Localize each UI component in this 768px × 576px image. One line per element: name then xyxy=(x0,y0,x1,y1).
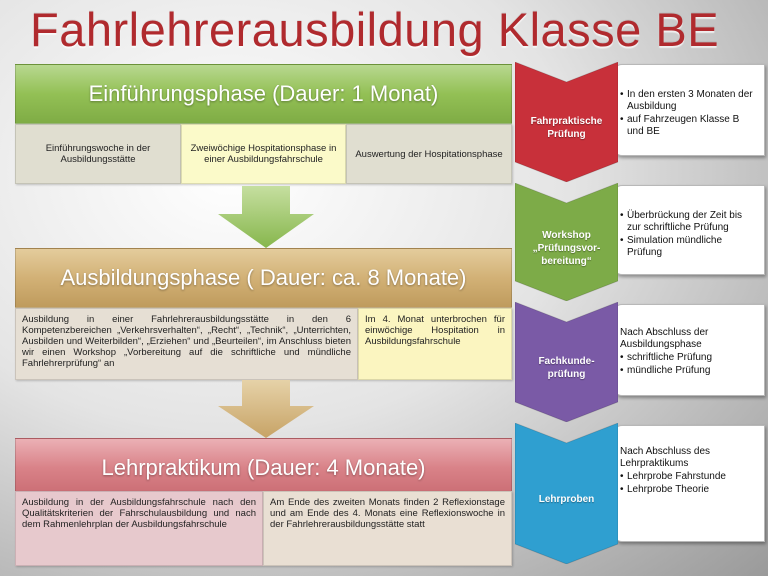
step-fahrpraxis-card: In den ersten 3 Monaten der Ausbildungau… xyxy=(613,64,765,156)
down-arrow-icon xyxy=(218,380,314,438)
list-item: Lehrprobe Theorie xyxy=(620,484,758,496)
list-item: Nach Abschluss des Lehrpraktikums xyxy=(620,446,711,469)
chevron-label-line: Fahrpraktische xyxy=(530,116,603,127)
step-fachkunde-list: Nach Abschluss der Ausbildungsphase schri… xyxy=(620,327,758,377)
chevron-label-line: bereitung“ xyxy=(541,255,592,267)
step-workshop-label: Workshop„Prüfungsvor-bereitung“ xyxy=(533,229,601,268)
chevron-label-line: Prüfung xyxy=(547,129,586,140)
step-fachkunde-chevron: Fachkunde-prüfung xyxy=(515,302,618,422)
chevron-label-line: „Prüfungsvor- xyxy=(532,242,601,254)
phase-lehrpraktikum-cell-1: Ausbildung in der Ausbildungsfahrschule … xyxy=(15,491,263,566)
chevron-shape xyxy=(515,183,618,301)
phase-lehrpraktikum-bar: Lehrpraktikum (Dauer: 4 Monate) xyxy=(15,438,512,498)
chevron-label-line: Fachkunde- xyxy=(538,356,595,367)
step-workshop-chevron: Workshop„Prüfungsvor-bereitung“ xyxy=(515,183,618,301)
step-workshop-card: Überbrückung der Zeit bis zur schriftlic… xyxy=(613,185,765,275)
phase-ausbildung-cell-1: Ausbildung in einer Fahrlehrerausbildung… xyxy=(15,308,358,380)
step-lehrproben-chevron: Lehrproben xyxy=(515,423,618,564)
step-lehrproben-label: Lehrproben xyxy=(539,493,595,506)
step-lehrproben-list: Nach Abschluss des LehrpraktikumsLehrpro… xyxy=(620,446,758,496)
step-fachkunde-card: Nach Abschluss der Ausbildungsphase schri… xyxy=(613,304,765,396)
step-workshop-list: Überbrückung der Zeit bis zur schriftlic… xyxy=(620,210,758,259)
list-item: Simulation mündliche Prüfung xyxy=(620,235,758,259)
chevron-label-line: Workshop xyxy=(542,229,591,241)
chevron-shape xyxy=(515,62,618,182)
chevron-shape xyxy=(515,423,618,564)
list-item: In den ersten 3 Monaten der Ausbildung xyxy=(620,89,758,113)
list-item: Nach Abschluss der Ausbildungsphase xyxy=(620,327,709,350)
down-arrow-icon xyxy=(218,186,314,248)
step-lehrproben-card: Nach Abschluss des LehrpraktikumsLehrpro… xyxy=(613,425,765,542)
step-fachkunde-label: Fachkunde-prüfung xyxy=(538,355,594,381)
chevron-shape xyxy=(515,302,618,422)
list-item: schriftliche Prüfung xyxy=(620,352,758,364)
phase-einfuehrung-cell-2: Zweiwöchige Hospitationsphase in einer A… xyxy=(181,124,346,184)
phase-ausbildung-bar: Ausbildungsphase ( Dauer: ca. 8 Monate) xyxy=(15,248,512,308)
list-item: Lehrprobe Fahrstunde xyxy=(620,471,758,483)
list-item: mündliche Prüfung xyxy=(620,365,758,377)
phase-lehrpraktikum-cell-2: Am Ende des zweiten Monats finden 2 Refl… xyxy=(263,491,512,566)
diagram-title: Fahrlehrerausbildung Klasse BE xyxy=(30,3,720,56)
phase-einfuehrung-cell-1: Einführungswoche in der Ausbildungsstätt… xyxy=(15,124,181,184)
phase-ausbildung-cell-2: Im 4. Monat unterbrochen für einwöchige … xyxy=(358,308,512,380)
chevron-label-line: Lehrproben xyxy=(538,494,595,505)
list-item: auf Fahrzeugen Klasse B und BE xyxy=(620,114,758,138)
list-item: Überbrückung der Zeit bis zur schriftlic… xyxy=(620,210,758,234)
chevron-label-line: prüfung xyxy=(547,369,586,380)
phase-einfuehrung-bar: Einführungsphase (Dauer: 1 Monat) xyxy=(15,64,512,124)
step-fahrpraxis-list: In den ersten 3 Monaten der Ausbildungau… xyxy=(620,89,758,138)
phase-einfuehrung-cell-3: Auswertung der Hospitationsphase xyxy=(346,124,512,184)
